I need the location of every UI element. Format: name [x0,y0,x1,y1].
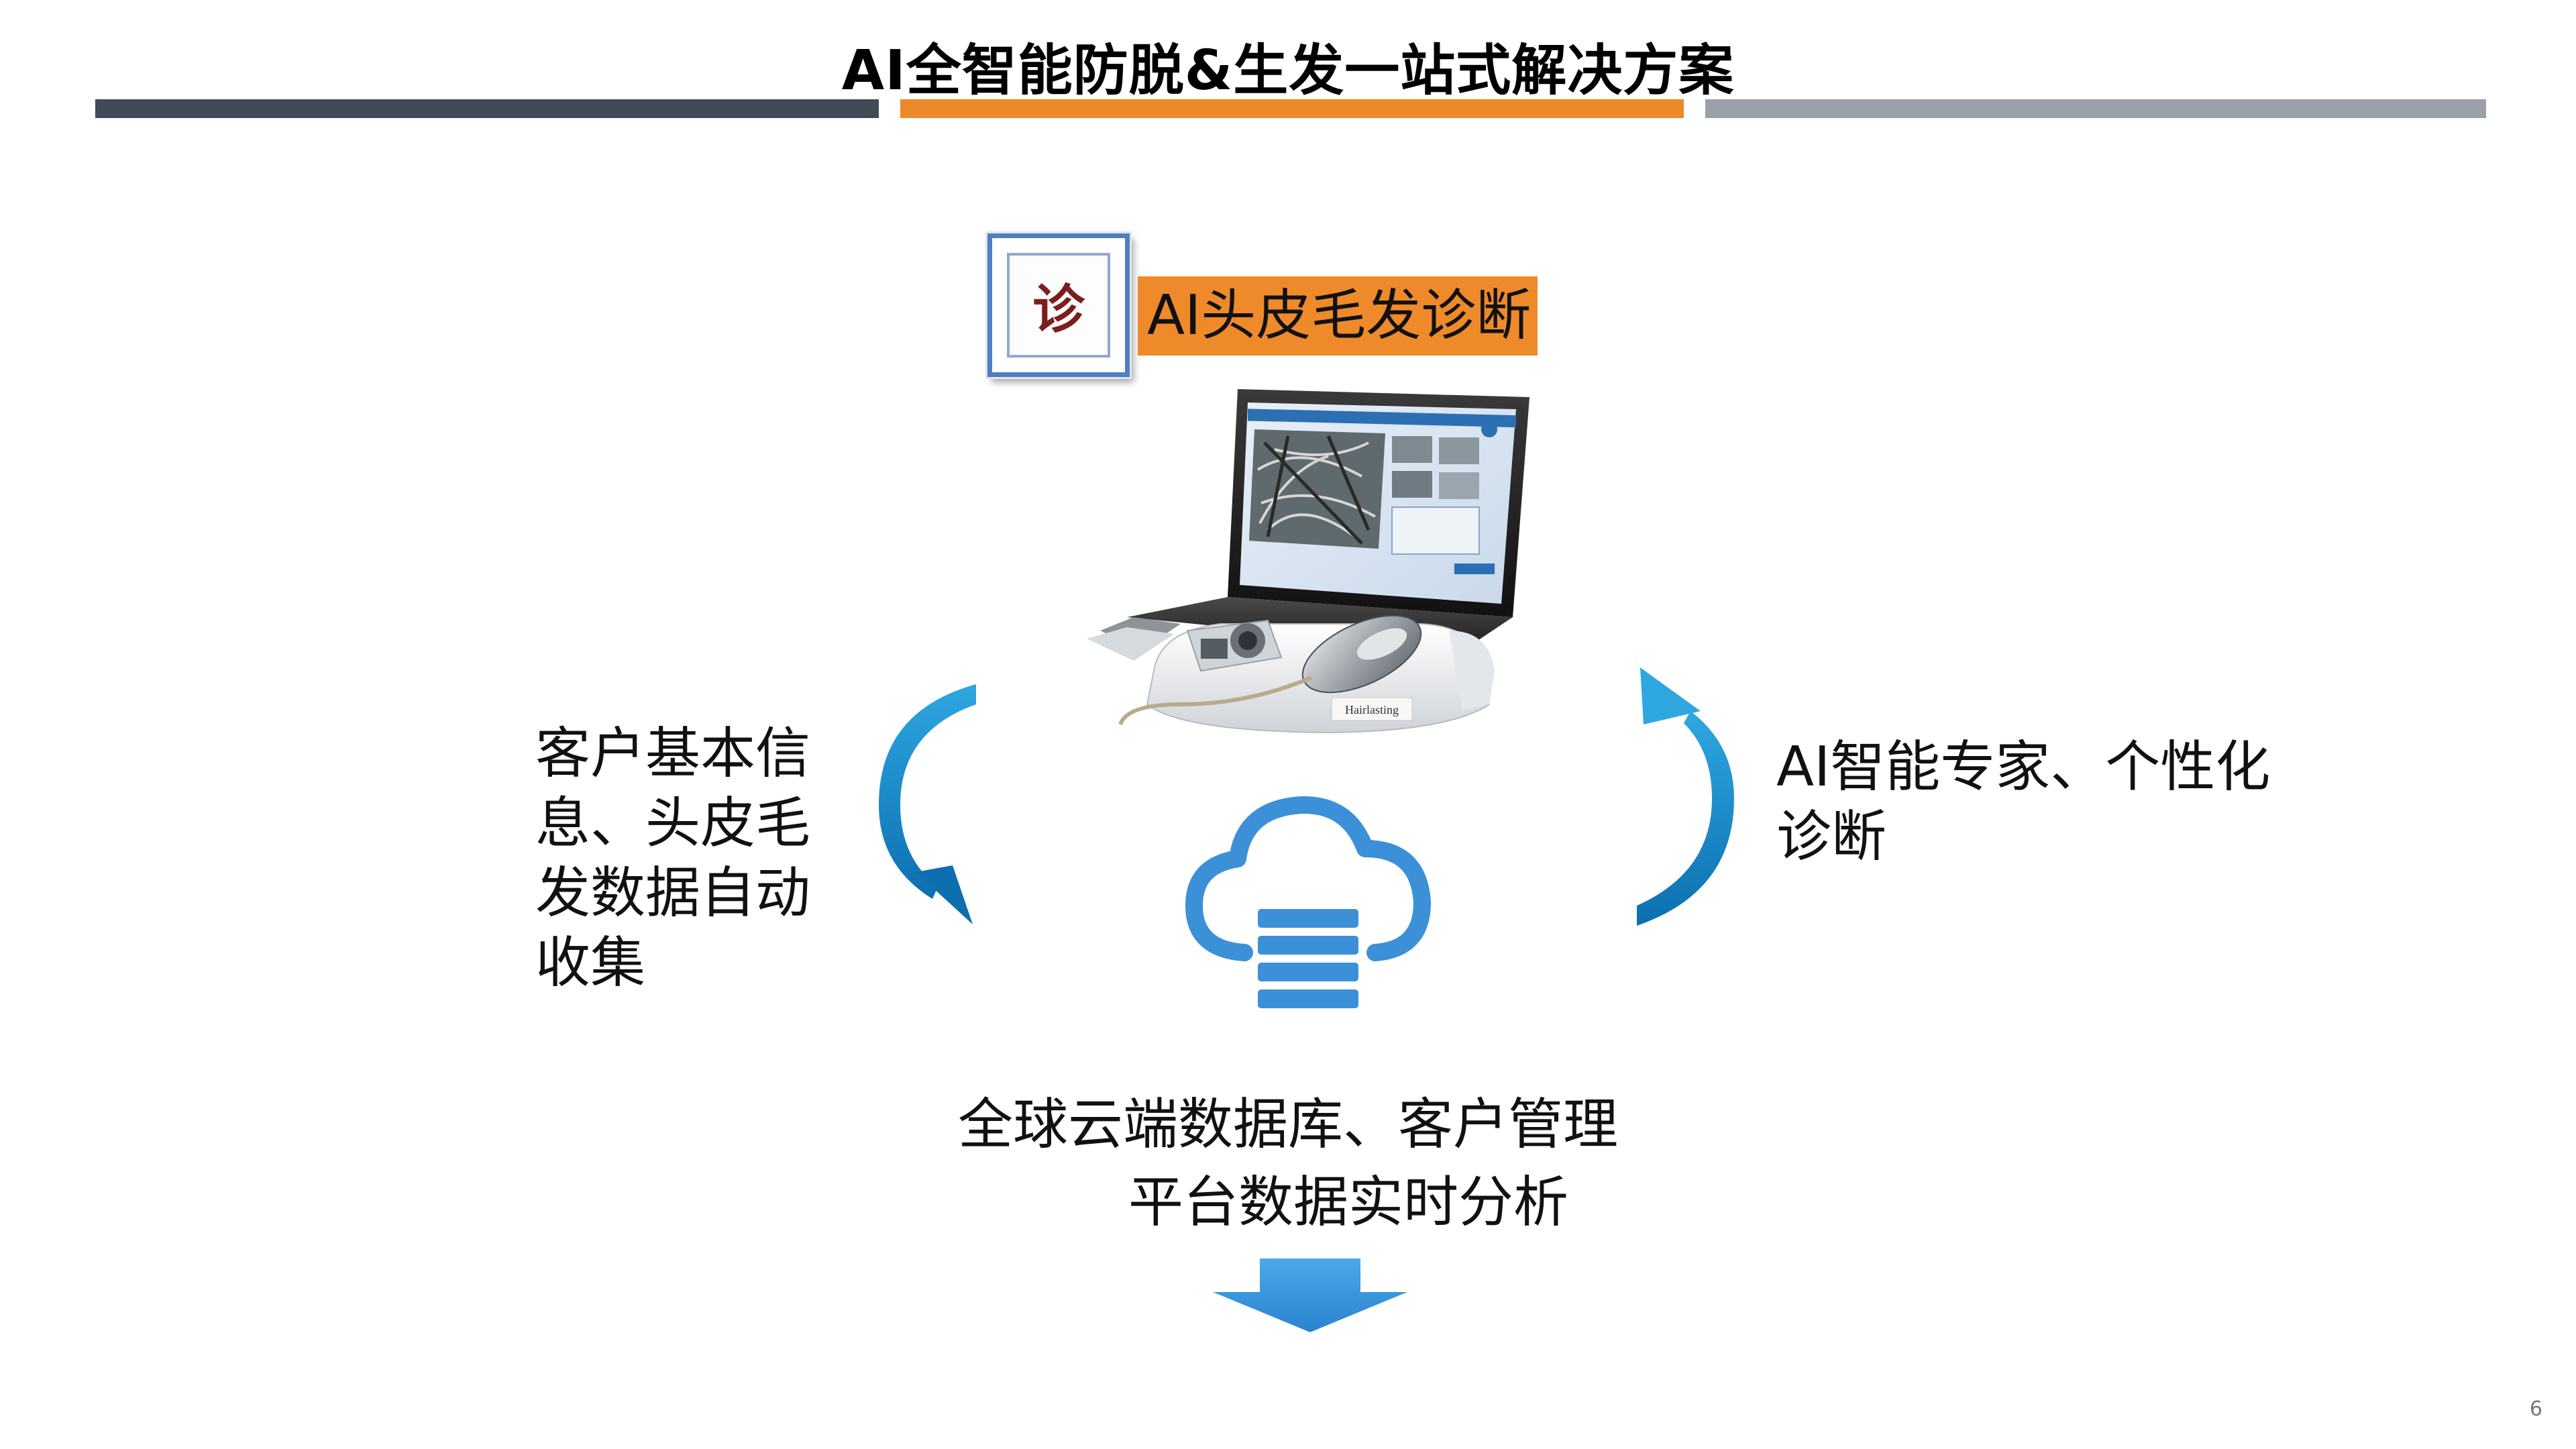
left-caption-line: 收集 [535,931,646,995]
header-bar-dark [95,99,879,118]
right-caption-line: 诊断 [1776,805,1887,869]
header-bar-gray [1705,99,2486,118]
left-caption-line: 客户基本信 [535,722,811,786]
left-caption-line: 发数据自动 [535,861,811,925]
page-number: 6 [2529,1397,2542,1421]
cycle-arrow-right-icon [1637,667,1734,926]
header-bar-orange [900,99,1684,118]
cloud-caption-line2: 平台数据实时分析 [1128,1171,1568,1234]
left-caption-line: 息、头皮毛 [535,792,811,855]
diagnosis-badge-icon: 诊 [987,233,1130,377]
cloud-caption-line1: 全球云端数据库、客户管理 [957,1093,1618,1157]
down-arrow-icon [1213,1258,1407,1332]
right-caption: AI智能专家、个性化 诊断 [1776,733,2313,872]
slide-title: AI全智能防脱&生发一站式解决方案 [841,39,1735,103]
diagnosis-label: AI头皮毛发诊断 [1138,276,1538,356]
laptop-device-image: Hairlasting [1087,389,1529,734]
device-brand-text: Hairlasting [1345,703,1399,716]
left-caption: 客户基本信 息、头皮毛 发数据自动 收集 [535,719,824,998]
diagnosis-badge-char: 诊 [1032,279,1085,340]
cycle-arrow-left-icon [879,684,976,924]
cloud-database-icon [1185,796,1431,1008]
right-caption-line: AI智能专家、个性化 [1776,735,2271,799]
